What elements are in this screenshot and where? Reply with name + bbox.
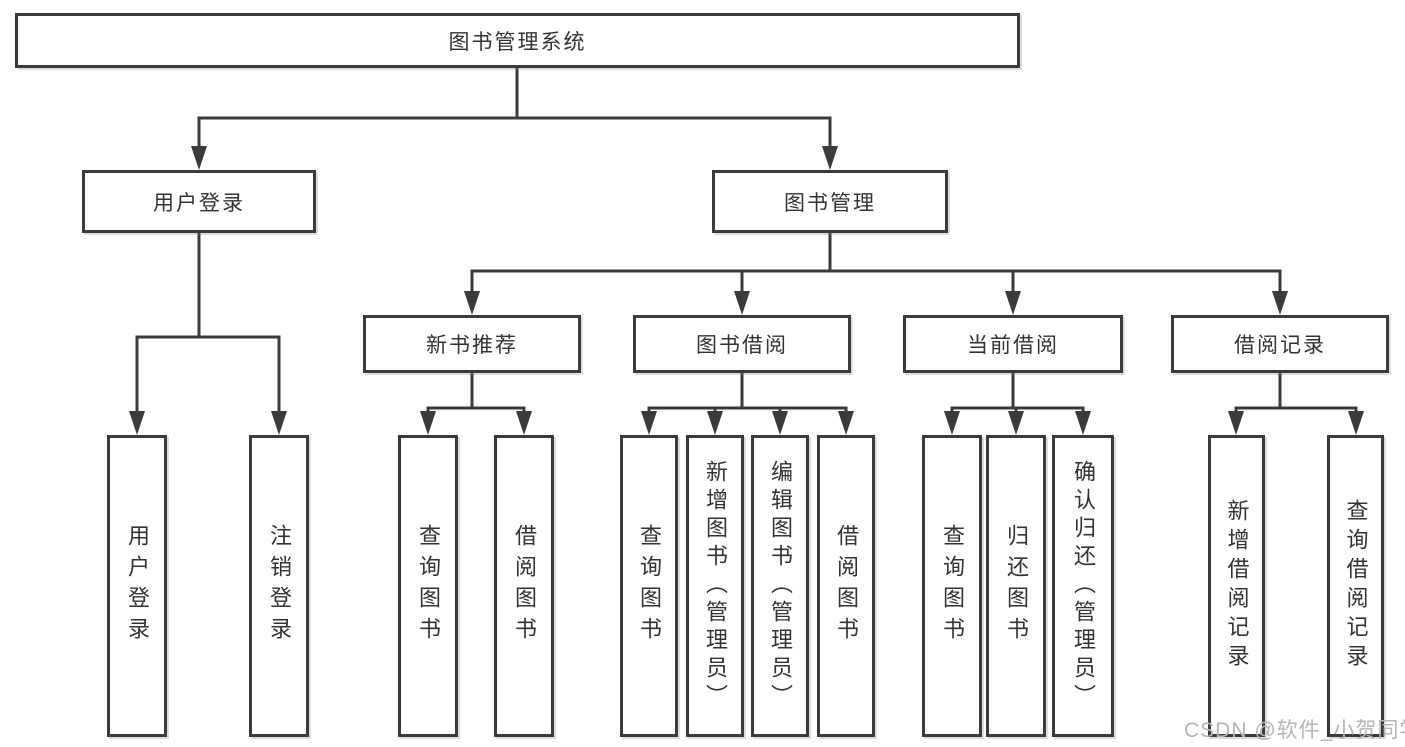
arrowhead-icons (129, 146, 1364, 435)
csdn-watermark: CSDN @软件_小贺同学 (1184, 719, 1405, 742)
leaf-query-books-borrowing: 查询图书 (620, 435, 678, 737)
leaf-borrow-books-recommend: 借阅图书 (494, 435, 554, 737)
leaf-edit-book-admin: 编辑图书（管理员） (751, 435, 809, 737)
leaf-confirm-return-admin: 确认归还（管理员） (1052, 435, 1114, 737)
branch-user-login: 用户登录 (82, 170, 316, 233)
leaf-query-borrow-record: 查询借阅记录 (1327, 435, 1384, 737)
leaf-query-books-current: 查询图书 (922, 435, 982, 737)
node-new-book-recommend: 新书推荐 (363, 315, 581, 373)
node-borrowing-records: 借阅记录 (1171, 315, 1389, 373)
leaf-add-borrow-record: 新增借阅记录 (1208, 435, 1265, 737)
leaf-user-login: 用户登录 (107, 435, 167, 737)
node-book-borrowing: 图书借阅 (633, 315, 851, 373)
root-node-system: 图书管理系统 (15, 13, 1020, 68)
leaf-logout: 注销登录 (249, 435, 309, 737)
branch-book-management: 图书管理 (712, 170, 948, 233)
leaf-add-book-admin: 新增图书（管理员） (686, 435, 744, 737)
leaf-borrow-books-borrowing: 借阅图书 (817, 435, 875, 737)
node-current-borrowing: 当前借阅 (903, 315, 1123, 373)
leaf-return-books: 归还图书 (986, 435, 1046, 737)
leaf-query-books-recommend: 查询图书 (398, 435, 458, 737)
